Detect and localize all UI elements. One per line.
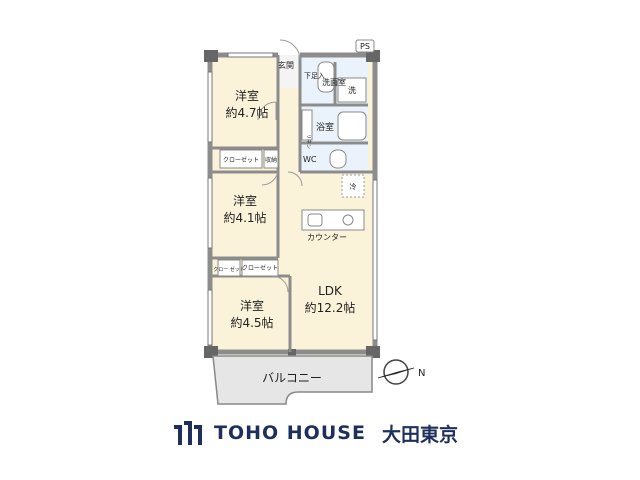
- closet3-label: クローゼット: [242, 264, 278, 272]
- closet-2: [217, 259, 241, 277]
- balcony-label: バルコニー: [262, 371, 322, 385]
- washbasin-icon: [317, 61, 335, 93]
- washroom-label: 洗面室: [322, 77, 346, 87]
- entrance-label-line1: 玄関: [278, 60, 294, 70]
- brand-logo: TOHO HOUSE 大田東京: [172, 418, 458, 448]
- room3-name: 洋室: [240, 298, 264, 313]
- doors: [257, 39, 303, 293]
- room1-size: 約4.7帖: [225, 105, 268, 120]
- toho-logo-icon: [174, 421, 202, 445]
- closet-3: [241, 259, 279, 277]
- linen-cabinet: [301, 109, 313, 141]
- toilet-icon: [329, 149, 347, 169]
- wc-label: WC: [303, 155, 317, 164]
- brand-branch: 大田東京: [381, 423, 458, 446]
- washer-space: [337, 77, 367, 103]
- fridge-space: [341, 174, 365, 198]
- closet2-label: クロー ゼット: [213, 266, 245, 273]
- linen-label: リネン: [305, 134, 311, 149]
- fridge-label: 冷: [350, 182, 357, 191]
- room3-size: 約4.5帖: [230, 315, 273, 330]
- closet1-label: クローゼット: [223, 156, 259, 164]
- windows: [207, 52, 378, 346]
- storage-label: 収納: [265, 156, 277, 164]
- north-label: N: [418, 368, 425, 379]
- bathtub-icon: [337, 111, 367, 141]
- compass-icon: [377, 359, 415, 385]
- washer-label: 洗: [348, 85, 356, 95]
- pipe-space-box: [355, 39, 375, 53]
- ldk-size: 約12.2帖: [305, 300, 356, 315]
- brand-name: TOHO HOUSE: [214, 422, 366, 444]
- balcony-area: [212, 355, 373, 405]
- shoe-box-label: 下足入: [304, 72, 325, 80]
- stove-icon: [342, 214, 354, 226]
- entrance-floor: [278, 55, 300, 88]
- ldk-name: LDK: [318, 284, 343, 298]
- closet-1: [219, 149, 263, 169]
- wall-columns: [204, 50, 380, 358]
- storage-box: [263, 149, 279, 169]
- counter-label: カウンター: [307, 233, 347, 242]
- room1-name: 洋室: [235, 88, 259, 103]
- bath-label: 浴室: [316, 121, 334, 133]
- ps-label: PS: [360, 42, 370, 51]
- room2-size: 約4.1帖: [223, 210, 266, 225]
- sink-icon: [307, 213, 323, 227]
- room2-name: 洋室: [233, 193, 257, 208]
